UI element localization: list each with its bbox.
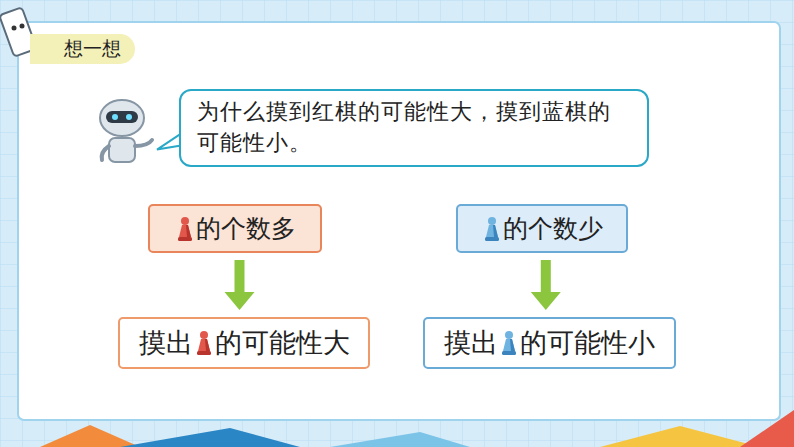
bottom-decoration — [40, 410, 794, 447]
result-box-blue: 摸出的可能性小 — [423, 317, 676, 369]
box-text: 的可能性大 — [215, 325, 350, 361]
robot-icon — [100, 100, 152, 162]
card — [18, 22, 780, 420]
question-text: 为什么摸到红棋的可能性大，摸到蓝棋的可能性小。 — [197, 97, 631, 159]
flow-arrow — [225, 260, 255, 310]
title: 想一想 — [64, 36, 121, 62]
flow-arrow — [531, 260, 561, 310]
blue-pawn-icon — [484, 216, 500, 242]
blue-pawn-icon — [501, 330, 517, 356]
count-box-red: 的个数多 — [148, 204, 322, 253]
box-text: 的个数少 — [503, 212, 603, 245]
result-box-red: 摸出的可能性大 — [118, 317, 370, 369]
red-pawn-icon — [196, 330, 212, 356]
box-text: 的可能性小 — [520, 325, 655, 361]
title-tab: 想一想 — [30, 34, 135, 64]
bubble-tail — [157, 134, 181, 150]
count-box-blue: 的个数少 — [456, 204, 628, 253]
speech-bubble: 为什么摸到红棋的可能性大，摸到蓝棋的可能性小。 — [179, 89, 649, 167]
box-text: 摸出 — [139, 325, 193, 361]
box-text: 的个数多 — [196, 212, 296, 245]
box-text: 摸出 — [444, 325, 498, 361]
red-pawn-icon — [177, 216, 193, 242]
